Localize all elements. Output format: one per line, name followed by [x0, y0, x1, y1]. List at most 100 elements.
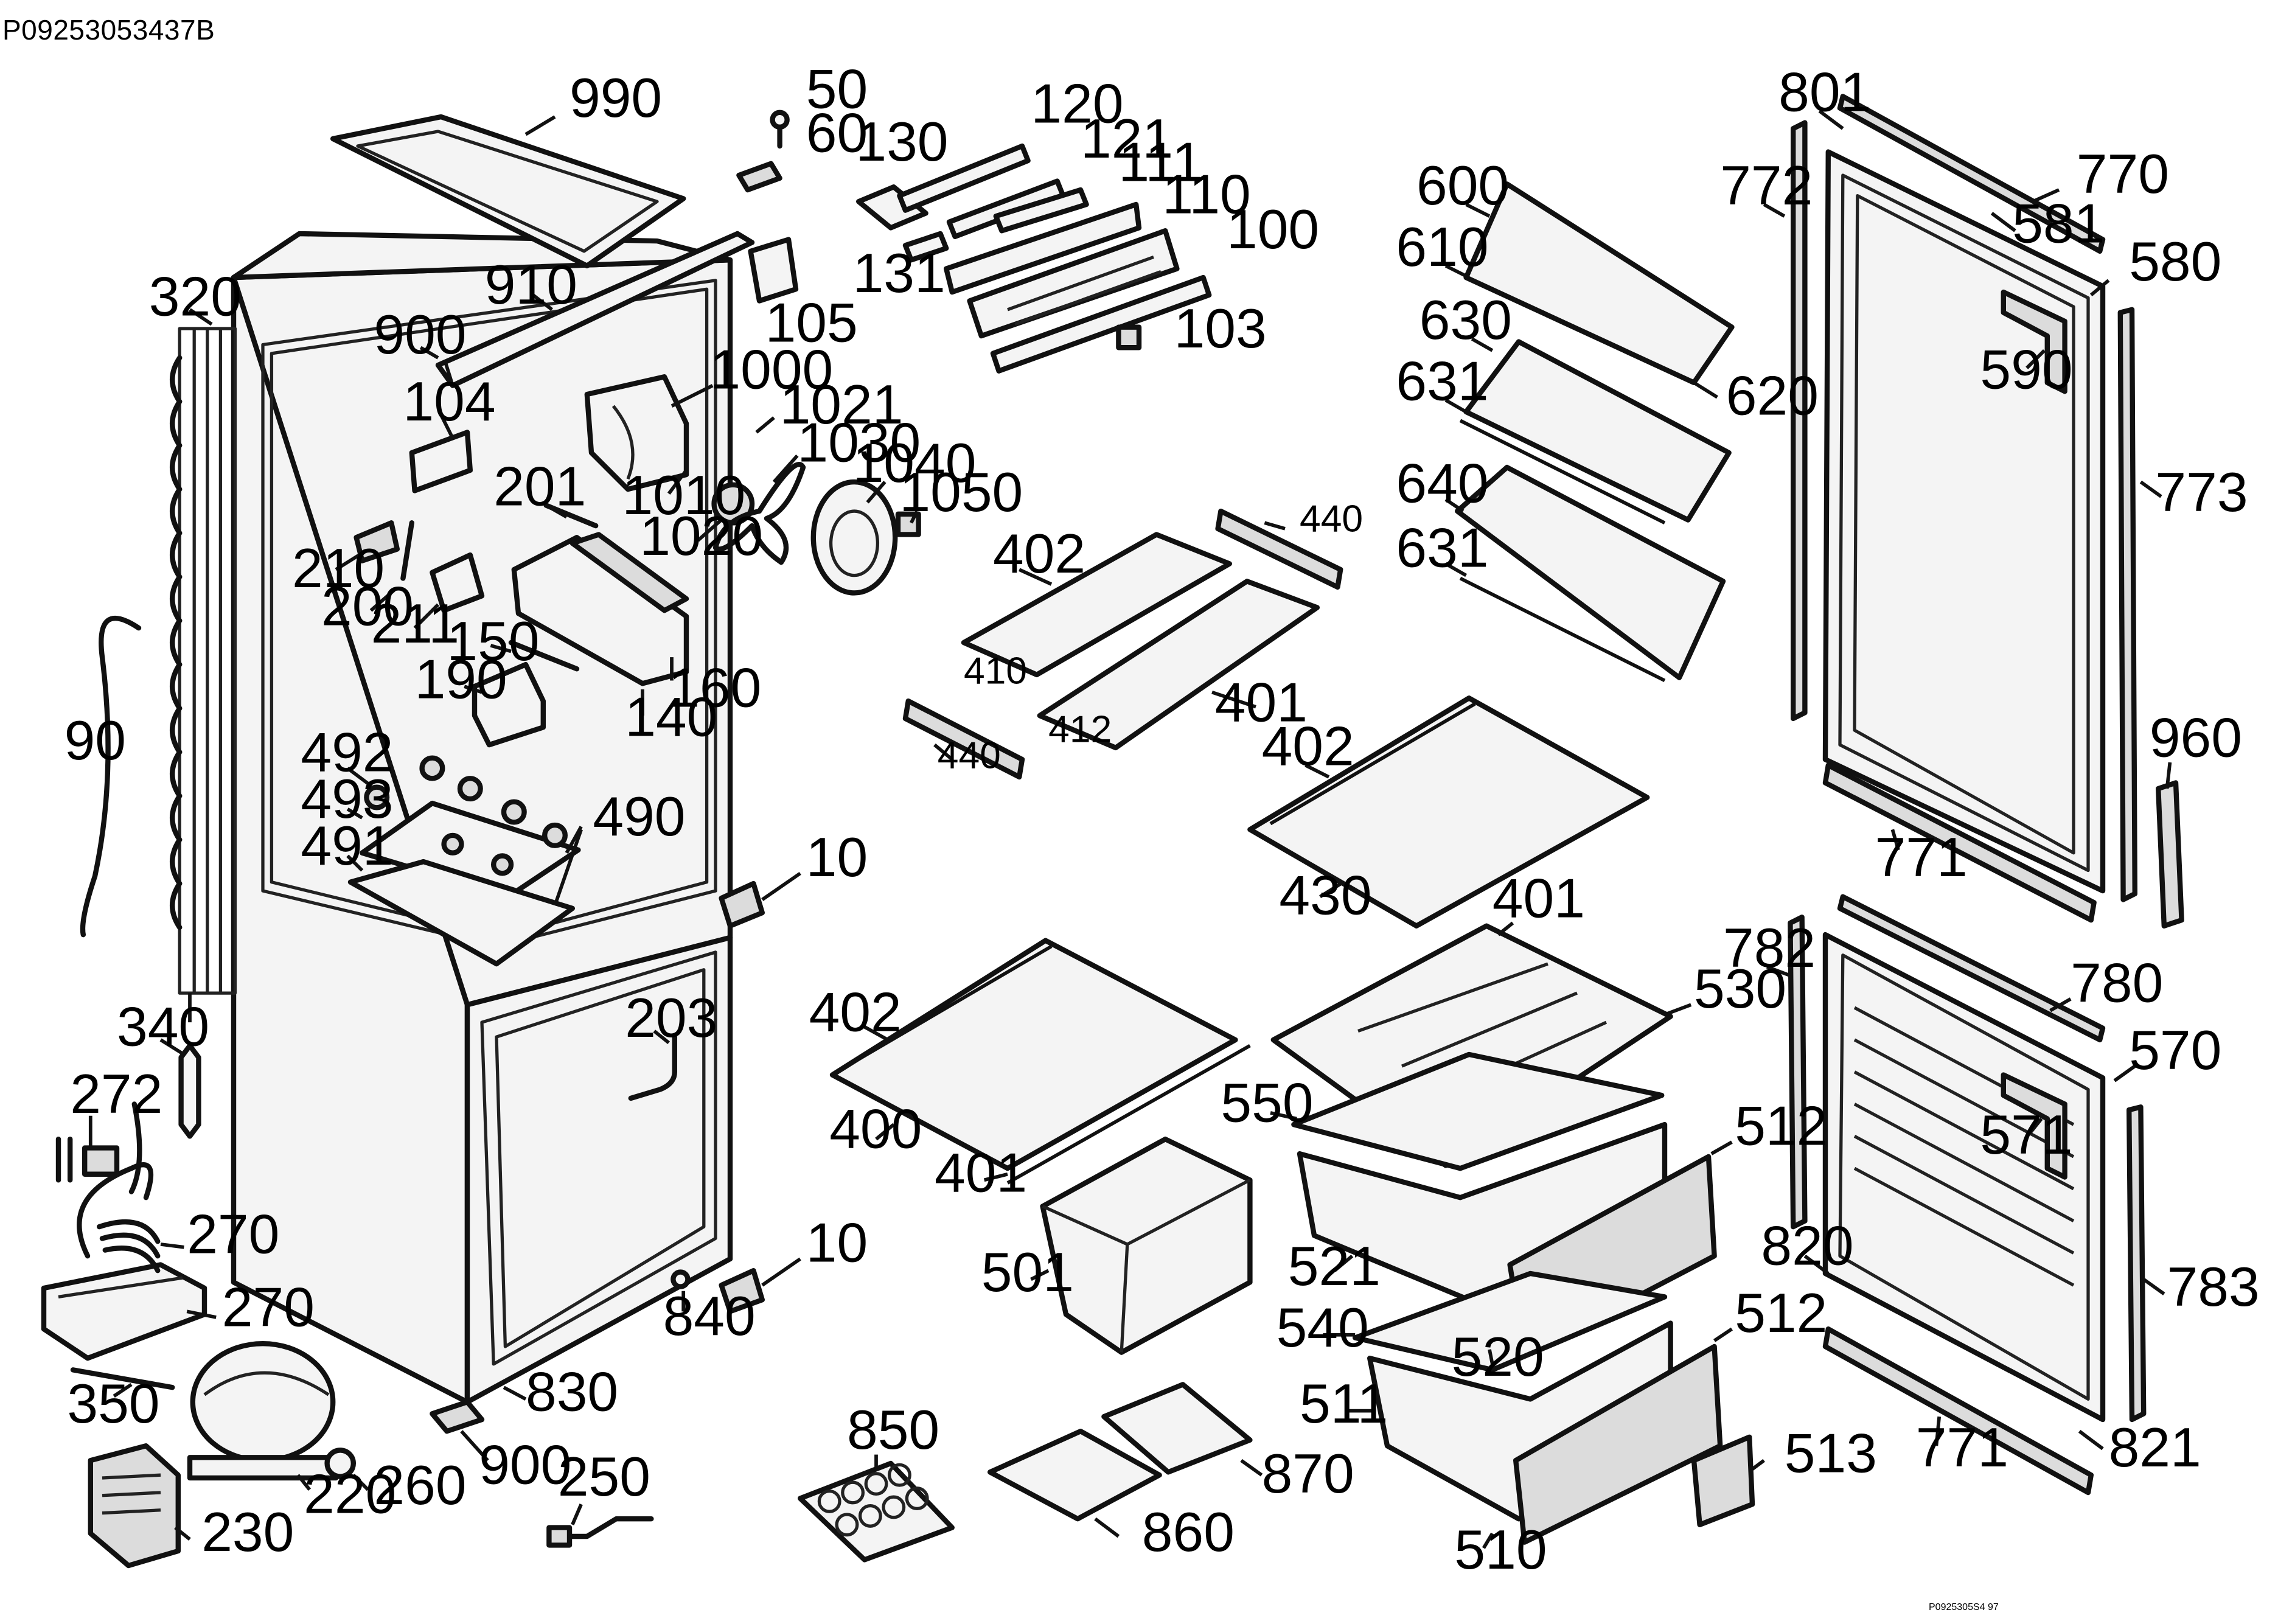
callout-150: 150	[447, 610, 539, 672]
callout-90: 90	[64, 709, 126, 772]
compressor	[70, 1340, 356, 1481]
freezer-door	[1788, 894, 2147, 1496]
part-340	[178, 1043, 201, 1139]
hinge-upper	[719, 880, 765, 929]
callout-571: 571	[1980, 1104, 2072, 1166]
callout-521: 521	[1288, 1235, 1381, 1297]
callout-540: 540	[1277, 1297, 1369, 1359]
callout-631-lower: 631	[1396, 517, 1488, 579]
bin-501	[1040, 1136, 1253, 1355]
callout-1020: 1020	[639, 505, 763, 567]
callout-412: 412	[1048, 708, 1112, 750]
callout-400: 400	[829, 1098, 922, 1160]
callout-402-freezer: 402	[993, 523, 1085, 585]
glass-550	[1291, 1051, 1665, 1171]
callout-401-middle: 401	[1493, 867, 1585, 929]
callout-320: 320	[149, 265, 242, 327]
front-rail	[435, 231, 755, 388]
shelf-glass-401a	[1037, 579, 1320, 751]
clip-513	[1691, 1434, 1755, 1527]
callout-900: 900	[374, 304, 466, 366]
callout-430: 430	[1279, 865, 1371, 927]
callout-203: 203	[625, 987, 717, 1049]
callout-630: 630	[1419, 289, 1512, 351]
callout-1050: 1050	[899, 461, 1023, 523]
callout-860: 860	[1142, 1501, 1235, 1563]
callout-111: 111	[1118, 131, 1203, 193]
fan-shroud-1040	[810, 479, 898, 596]
drawer-front-512b	[1513, 1343, 1723, 1545]
callout-820: 820	[1761, 1215, 1853, 1277]
callout-210: 210	[292, 537, 385, 599]
callout-1010: 1010	[622, 464, 745, 526]
bracket-210	[354, 520, 400, 563]
drain-hose	[80, 615, 142, 938]
callout-631-upper: 631	[1396, 350, 1488, 413]
fan-blade	[712, 462, 806, 565]
callout-801: 801	[1778, 61, 1871, 123]
bracket-211	[430, 552, 485, 613]
callout-104: 104	[403, 371, 495, 433]
callout-402-lower: 402	[809, 981, 902, 1044]
callout-990: 990	[570, 67, 662, 129]
callout-211: 211	[371, 593, 459, 655]
sensor-203	[628, 1034, 677, 1101]
foot-900	[430, 1399, 485, 1434]
callout-440-upper: 440	[1300, 498, 1363, 540]
callout-340: 340	[117, 996, 209, 1058]
dairy-lid-600	[1463, 181, 1735, 386]
condenser	[170, 327, 237, 1023]
callout-840: 840	[663, 1285, 756, 1347]
callout-1040: 1040	[853, 432, 977, 494]
callout-501: 501	[981, 1241, 1074, 1303]
callout-600: 600	[1416, 155, 1509, 217]
shelf-glass-402b	[1247, 695, 1650, 929]
callout-201: 201	[493, 455, 586, 517]
callout-910: 910	[485, 254, 577, 316]
callout-821: 821	[2109, 1417, 2201, 1479]
callout-900-foot: 900	[479, 1434, 571, 1496]
relay-cover	[88, 1443, 181, 1569]
heater-loop	[77, 1162, 161, 1274]
callout-labels: 990 50 60 120 130 121 111 110 100 131 10…	[64, 58, 2260, 1581]
callout-1030: 1030	[797, 411, 921, 473]
callout-782: 782	[1723, 917, 1816, 979]
callout-783: 783	[2167, 1256, 2260, 1318]
callout-772: 772	[1720, 155, 1813, 217]
callout-103: 103	[1174, 298, 1267, 360]
callout-140: 140	[625, 686, 717, 748]
callout-771-lower: 771	[1916, 1417, 2008, 1479]
callout-190: 190	[415, 648, 507, 710]
callout-770: 770	[2077, 143, 2169, 205]
shelf-glass-400	[829, 938, 1238, 1171]
callout-773: 773	[2155, 461, 2248, 523]
callout-160: 160	[669, 657, 761, 719]
callout-1000: 1000	[709, 338, 833, 400]
callout-230: 230	[201, 1501, 294, 1563]
callout-272: 272	[70, 1063, 162, 1125]
callout-610: 610	[1396, 216, 1488, 278]
callout-220: 220	[304, 1463, 396, 1525]
footer-code: P0925305S4 97	[1929, 1602, 1999, 1612]
callout-10-upper: 10	[806, 826, 868, 888]
callout-250: 250	[558, 1446, 650, 1508]
callout-492: 492	[301, 721, 393, 783]
rail-440b	[902, 698, 1025, 780]
callout-850: 850	[847, 1399, 939, 1461]
callout-200: 200	[321, 575, 414, 637]
callout-401-lower: 401	[935, 1142, 1027, 1204]
callout-580: 580	[2129, 231, 2221, 293]
callout-511: 511	[1300, 1373, 1388, 1435]
control-panel-group	[856, 143, 1212, 374]
callout-105: 105	[765, 292, 858, 354]
door-bin-630	[1463, 339, 1732, 523]
callout-870: 870	[1262, 1443, 1354, 1505]
callout-350: 350	[67, 1373, 159, 1435]
hinge-lower	[719, 1267, 765, 1314]
callout-402-middle: 402	[1262, 716, 1354, 778]
callout-830: 830	[526, 1361, 618, 1423]
callout-60: 60	[806, 102, 868, 164]
callout-490: 490	[593, 786, 685, 848]
callout-130: 130	[855, 111, 948, 173]
